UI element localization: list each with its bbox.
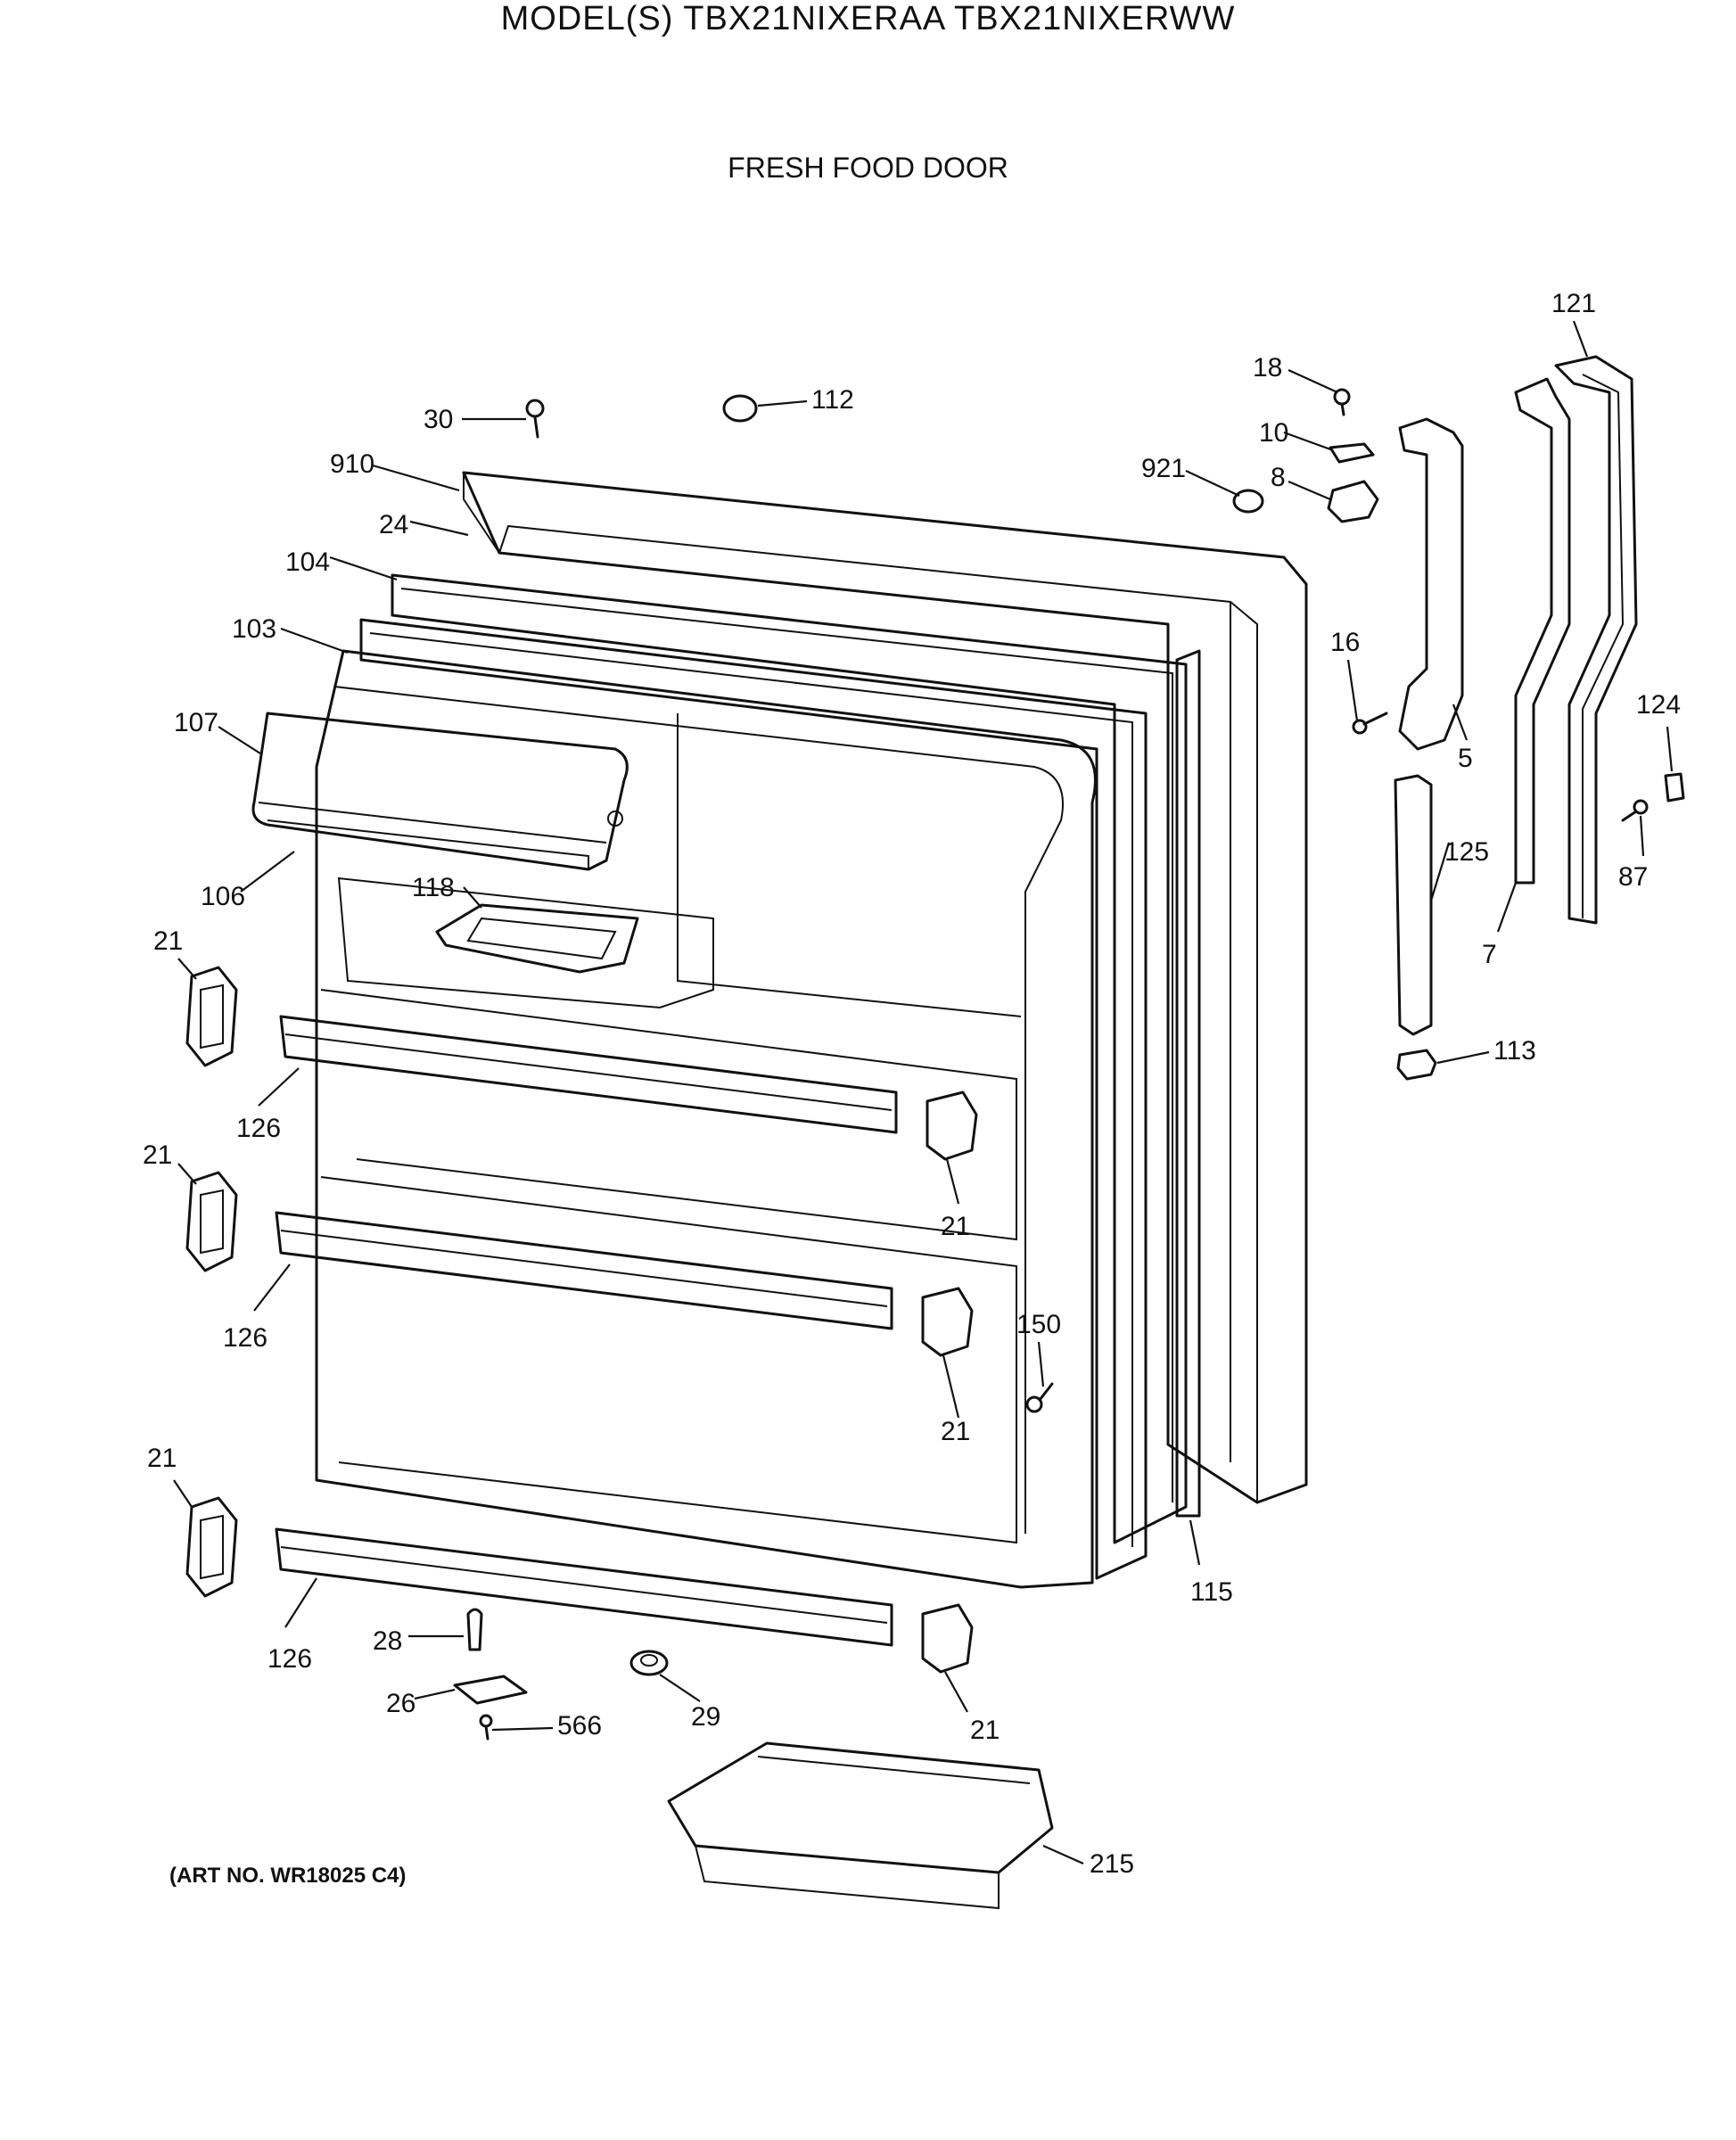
callout-28: 28 xyxy=(373,1626,402,1656)
door-handle-7 xyxy=(1514,377,1571,885)
callout-16: 16 xyxy=(1330,628,1360,657)
bumper-29 xyxy=(629,1650,669,1676)
shelf-bracket-left-3 xyxy=(185,1496,238,1598)
callout-21-left-2: 21 xyxy=(143,1140,172,1170)
callout-115: 115 xyxy=(1190,1577,1233,1607)
callout-21-right-3: 21 xyxy=(970,1716,1000,1745)
clip-10 xyxy=(1329,442,1375,464)
screw-566 xyxy=(479,1714,493,1741)
screw-18 xyxy=(1333,388,1351,416)
door-shelf-bar-middle xyxy=(275,1211,893,1330)
callout-24: 24 xyxy=(379,510,408,539)
callout-107: 107 xyxy=(174,708,218,737)
shelf-bracket-left-2 xyxy=(185,1171,238,1272)
door-bin xyxy=(667,1741,1054,1910)
door-liner xyxy=(359,618,1148,1580)
callout-126-middle: 126 xyxy=(223,1323,267,1353)
outer-door-panel xyxy=(462,471,1308,1504)
shelf-bracket-right-1 xyxy=(926,1091,978,1161)
plate-26 xyxy=(453,1675,528,1705)
callout-118: 118 xyxy=(412,873,455,902)
clip-124 xyxy=(1664,772,1685,802)
door-shelf-bar-top xyxy=(279,1015,898,1134)
callout-121: 121 xyxy=(1551,289,1596,318)
callout-106: 106 xyxy=(201,882,245,911)
gasket-strip-115 xyxy=(1175,649,1201,1518)
callout-215: 215 xyxy=(1090,1849,1134,1879)
dairy-compartment xyxy=(251,712,629,871)
leader-lines xyxy=(173,320,1674,1865)
cover-8 xyxy=(1327,480,1379,523)
callout-125: 125 xyxy=(1444,837,1489,867)
callout-labels: 121 18 10 921 8 30 112 910 24 104 103 16… xyxy=(143,289,1681,1879)
callout-21-right-1: 21 xyxy=(941,1212,970,1241)
screw-16 xyxy=(1352,712,1388,735)
diagram-title: MODEL(S) TBX21NIXERAA TBX21NIXERWW xyxy=(500,0,1236,37)
callout-126-top: 126 xyxy=(236,1114,281,1143)
callout-29: 29 xyxy=(691,1702,720,1732)
callout-910: 910 xyxy=(330,449,374,479)
egg-tray xyxy=(435,903,639,974)
cap-921 xyxy=(1232,489,1264,514)
handle-trim-125 xyxy=(1394,774,1433,1036)
callout-103: 103 xyxy=(232,614,276,644)
handle-bracket-5 xyxy=(1398,417,1464,751)
shelf-bracket-right-3 xyxy=(921,1603,974,1674)
screw-150 xyxy=(1025,1382,1054,1413)
door-shelf-bar-bottom xyxy=(275,1527,893,1647)
shelf-bracket-right-2 xyxy=(921,1287,974,1357)
callout-566: 566 xyxy=(557,1711,602,1741)
screw-87 xyxy=(1621,799,1649,822)
callout-87: 87 xyxy=(1618,862,1648,892)
callout-26: 26 xyxy=(386,1689,415,1718)
diagram-subtitle: FRESH FOOD DOOR xyxy=(728,152,1008,184)
callout-150: 150 xyxy=(1016,1310,1061,1339)
screw-30 xyxy=(525,399,545,439)
callout-113: 113 xyxy=(1493,1036,1536,1066)
callout-10: 10 xyxy=(1259,418,1288,448)
callout-7: 7 xyxy=(1482,940,1497,969)
callout-8: 8 xyxy=(1271,463,1286,492)
callout-112: 112 xyxy=(811,385,854,415)
callout-921: 921 xyxy=(1141,454,1186,483)
callout-124: 124 xyxy=(1636,690,1681,720)
callout-126-bottom: 126 xyxy=(267,1644,312,1674)
cap-113 xyxy=(1396,1049,1437,1081)
plug-112 xyxy=(722,394,758,423)
callout-30: 30 xyxy=(424,405,453,434)
callout-18: 18 xyxy=(1253,353,1282,383)
stop-28 xyxy=(466,1608,483,1651)
callout-21-right-2: 21 xyxy=(941,1417,970,1446)
callout-5: 5 xyxy=(1458,744,1473,773)
callout-21-left-3: 21 xyxy=(147,1444,177,1473)
door-gasket xyxy=(391,573,1188,1544)
callout-104: 104 xyxy=(285,547,330,577)
shelf-bracket-left-1 xyxy=(185,966,238,1067)
callout-21-left-1: 21 xyxy=(153,926,183,956)
art-number-note: (ART NO. WR18025 C4) xyxy=(169,1864,407,1888)
inner-liner-frame xyxy=(315,649,1097,1589)
door-handle-121 xyxy=(1554,355,1638,925)
